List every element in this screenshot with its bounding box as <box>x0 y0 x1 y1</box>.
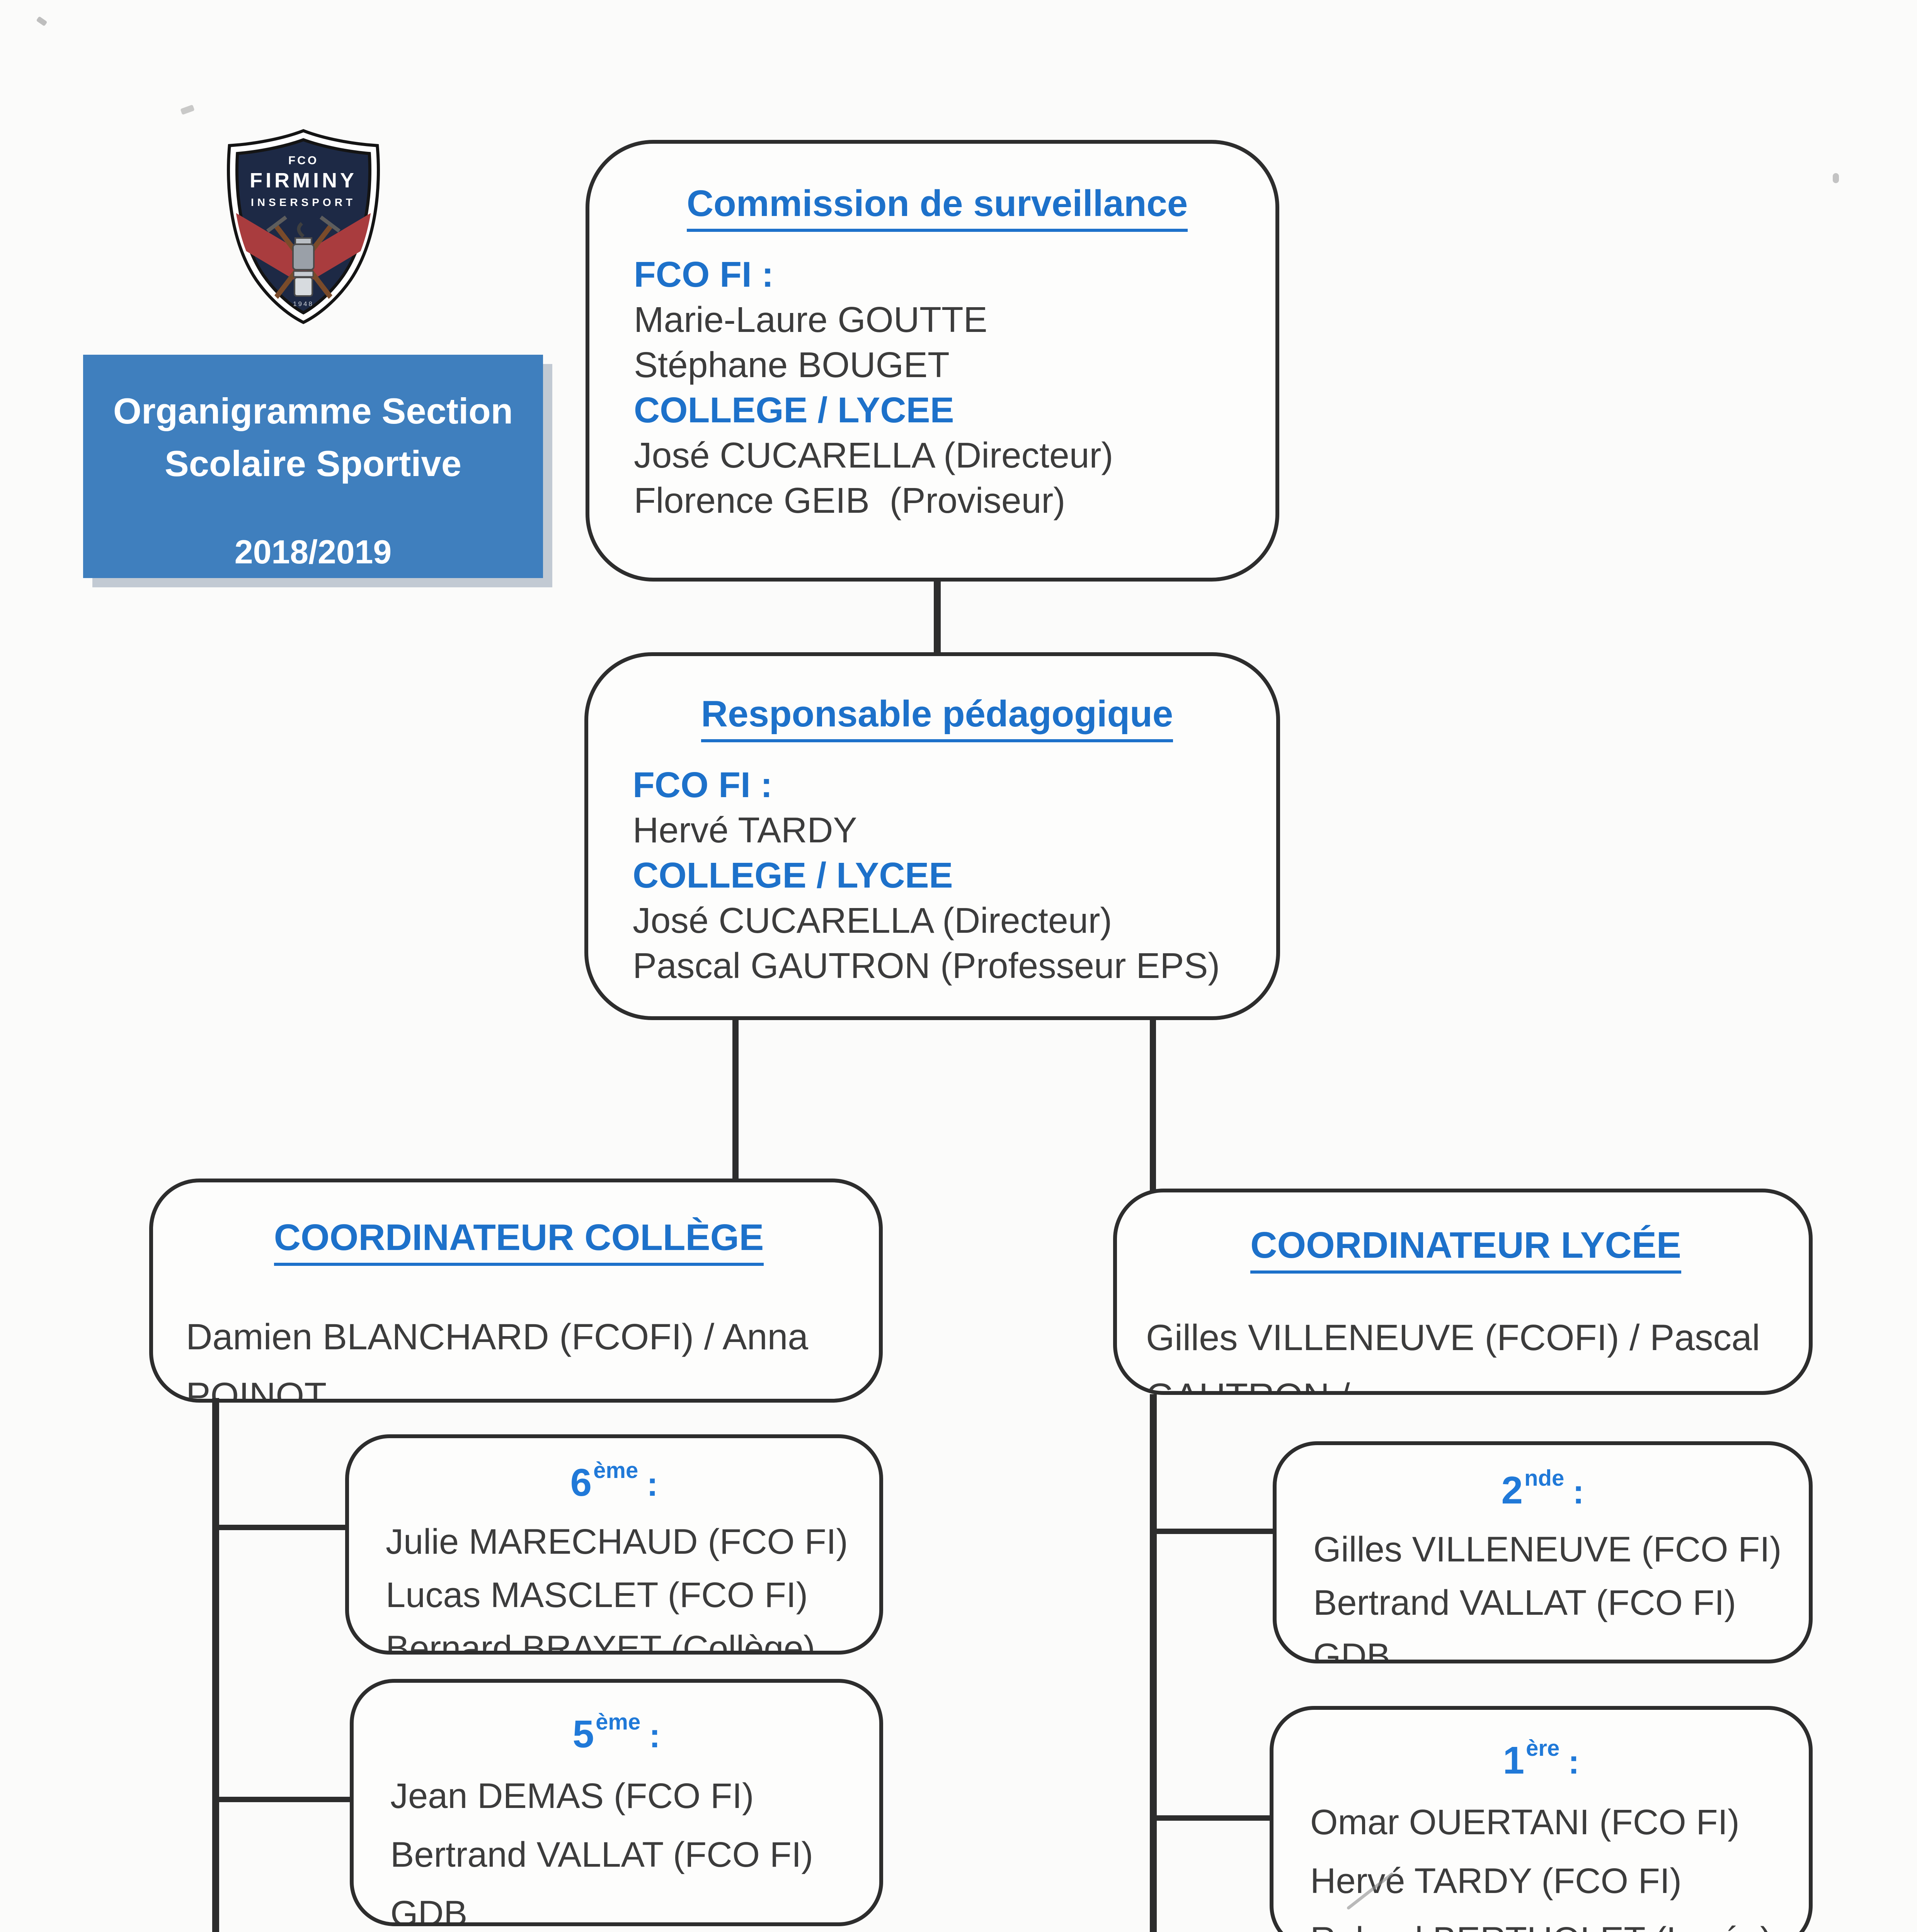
scan-speck <box>36 16 48 27</box>
coordinateur-lycee-title: COORDINATEUR LYCÉE <box>1146 1224 1786 1274</box>
crest-text-year: 1948 <box>293 300 314 308</box>
member-name: Lucas MASCLET (FCO FI) <box>386 1575 808 1615</box>
classe-5eme-box: 5ème: Jean DEMAS (FCO FI) Bertrand VALLA… <box>350 1679 883 1926</box>
responsable-pedagogique-title: Responsable pédagogique <box>633 693 1241 743</box>
stub-2nde <box>1156 1529 1273 1534</box>
member-name: José CUCARELLA (Directeur) <box>634 435 1113 476</box>
member-name: Stéphane BOUGET <box>634 345 950 385</box>
classe-1ere-members: Omar OUERTANI (FCO FI) Hervé TARDY (FCO … <box>1273 1793 1809 1932</box>
member-name: Hervé TARDY (FCO FI) <box>1310 1861 1682 1901</box>
commission-surveillance-members: FCO FI : Marie-Laure GOUTTE Stéphane BOU… <box>634 252 1241 523</box>
stub-5eme <box>216 1797 351 1802</box>
banner-line-1: Organigramme Section <box>113 391 513 431</box>
classe-6eme-box: 6ème: Julie MARECHAUD (FCO FI) Lucas MAS… <box>345 1434 883 1655</box>
coordinateur-college-body: Damien BLANCHARD (FCOFI) / Anna POINOT (… <box>186 1308 852 1403</box>
label-college-lycee: COLLEGE / LYCEE <box>633 855 953 896</box>
crest-text-insersport: INSERSPORT <box>251 196 356 208</box>
member-name: Julie MARECHAUD (FCO FI) <box>386 1522 848 1561</box>
member-name: Bernard BRAYET (Collège) <box>386 1629 815 1655</box>
member-name: Bertrand VALLAT (FCO FI) GDB <box>390 1835 823 1926</box>
coordinator-names: Damien BLANCHARD (FCOFI) / Anna POINOT <box>186 1316 819 1403</box>
classe-1ere-title: 1ère: <box>1503 1736 1580 1782</box>
crest-miner-lamp <box>292 222 315 297</box>
coordinator-names: Gilles VILLENEUVE (FCOFI) / Pascal GAUTR… <box>1146 1317 1760 1391</box>
responsable-pedagogique-box: Responsable pédagogique FCO FI : Hervé T… <box>584 652 1280 1020</box>
banner-season: 2018/2019 <box>234 534 392 571</box>
crest-text-fco: FCO <box>288 154 318 167</box>
coordinateur-college-title: COORDINATEUR COLLÈGE <box>186 1216 852 1266</box>
classe-5eme-members: Jean DEMAS (FCO FI) Bertrand VALLAT (FCO… <box>354 1767 879 1926</box>
classe-2nde-box: 2nde: Gilles VILLENEUVE (FCO FI) Bertran… <box>1273 1441 1813 1663</box>
classe-5eme-title: 5ème: <box>572 1709 661 1756</box>
classe-2nde-title: 2nde: <box>1501 1466 1584 1512</box>
member-name: Bertrand VALLAT (FCO FI) GDB <box>1313 1583 1746 1663</box>
title-banner: Organigramme Section Scolaire Sportive 2… <box>83 355 543 578</box>
commission-surveillance-title: Commission de surveillance <box>634 182 1241 232</box>
member-name: José CUCARELLA (Directeur) <box>633 900 1112 941</box>
spine-lycee <box>1150 1394 1157 1932</box>
spine-college <box>212 1398 219 1932</box>
member-name: Hervé TARDY <box>633 810 857 850</box>
member-name: Florence GEIB (Proviseur) <box>634 480 1066 521</box>
commission-surveillance-box: Commission de surveillance FCO FI : Mari… <box>586 140 1279 582</box>
coordinateur-lycee-body: Gilles VILLENEUVE (FCOFI) / Pascal GAUTR… <box>1146 1308 1786 1391</box>
scan-speck <box>1833 173 1839 183</box>
stub-6eme <box>216 1525 346 1530</box>
connector-surveillance-pedagogique <box>934 579 941 654</box>
scan-speck <box>180 104 195 115</box>
club-crest-logo: FCO FIRMINY INSERSPORT 1948 <box>227 129 380 324</box>
member-name: Jean DEMAS (FCO FI) <box>390 1776 754 1816</box>
connector-to-coord-lycee <box>1150 1019 1156 1190</box>
responsable-pedagogique-members: FCO FI : Hervé TARDY COLLEGE / LYCEE Jos… <box>633 762 1241 988</box>
crest-text-firminy: FIRMINY <box>250 169 357 192</box>
member-name: Gilles VILLENEUVE (FCO FI) <box>1313 1530 1782 1569</box>
member-name: Omar OUERTANI (FCO FI) <box>1310 1803 1740 1842</box>
coordinateur-lycee-box: COORDINATEUR LYCÉE Gilles VILLENEUVE (FC… <box>1113 1189 1813 1395</box>
crest-inner-ring <box>230 132 377 321</box>
label-fcofi: FCO FI : <box>633 765 773 805</box>
classe-6eme-title: 6ème: <box>570 1458 658 1504</box>
member-name: Roland BERTHOLET (Lycée) <box>1310 1910 1809 1932</box>
classe-2nde-members: Gilles VILLENEUVE (FCO FI) Bertrand VALL… <box>1277 1523 1809 1663</box>
connector-to-coord-college <box>732 1019 739 1181</box>
coordinateur-college-box: COORDINATEUR COLLÈGE Damien BLANCHARD (F… <box>149 1179 883 1403</box>
stub-1ere <box>1156 1815 1270 1821</box>
label-fcofi: FCO FI : <box>634 254 774 295</box>
member-name: Pascal GAUTRON (Professeur EPS) <box>633 946 1220 986</box>
label-college-lycee: COLLEGE / LYCEE <box>634 390 954 430</box>
classe-6eme-members: Julie MARECHAUD (FCO FI) Lucas MASCLET (… <box>349 1515 879 1655</box>
member-name: Marie-Laure GOUTTE <box>634 299 987 340</box>
classe-1ere-box: 1ère: Omar OUERTANI (FCO FI) Hervé TARDY… <box>1270 1706 1813 1932</box>
banner-line-2: Scolaire Sportive <box>165 443 461 484</box>
